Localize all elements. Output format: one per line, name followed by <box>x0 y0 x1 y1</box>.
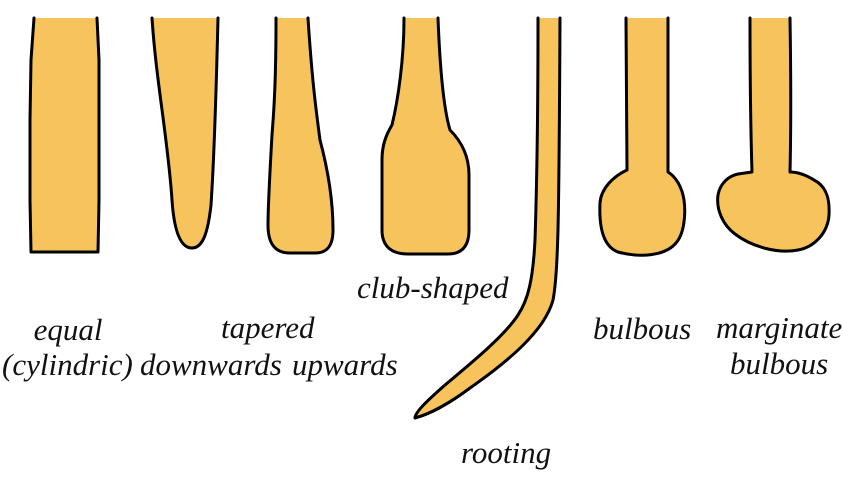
stipe-tapered-upwards-shape <box>266 16 335 255</box>
label-tapered: tapered <box>221 312 315 343</box>
label-marginate-line1: marginate <box>716 310 843 345</box>
label-rooting-text: rooting <box>461 435 552 470</box>
label-club-shaped: club-shaped <box>357 272 509 303</box>
label-upwards-text: upwards <box>292 347 398 382</box>
label-marginate-bulbous: bulbous <box>730 348 828 379</box>
stipe-rooting-shape <box>413 16 562 420</box>
label-rooting: rooting <box>461 437 551 468</box>
label-bulbous: bulbous <box>593 313 691 344</box>
stipe-marginate-bulbous-shape <box>716 16 831 253</box>
stipe-tapered-downwards-shape <box>150 16 220 250</box>
label-cylindric: (cylindric) <box>2 349 133 380</box>
stipe-equal-shape <box>28 16 101 254</box>
label-downwards: downwards <box>140 349 282 380</box>
label-tapered-text: tapered <box>221 310 315 345</box>
label-equal: equal <box>28 314 108 345</box>
label-marginate: marginate <box>716 312 842 343</box>
stipe-club-shaped-shape <box>380 16 471 256</box>
label-downwards-text: downwards <box>140 347 282 382</box>
label-bulbous-text: bulbous <box>593 311 692 346</box>
label-equal-line2: (cylindric) <box>2 347 133 382</box>
label-equal-line1: equal <box>33 312 103 347</box>
stipe-bulbous-shape <box>598 16 687 257</box>
label-club-shaped-text: club-shaped <box>357 270 509 305</box>
label-upwards: upwards <box>292 349 398 380</box>
label-marginate-line2: bulbous <box>730 346 829 381</box>
